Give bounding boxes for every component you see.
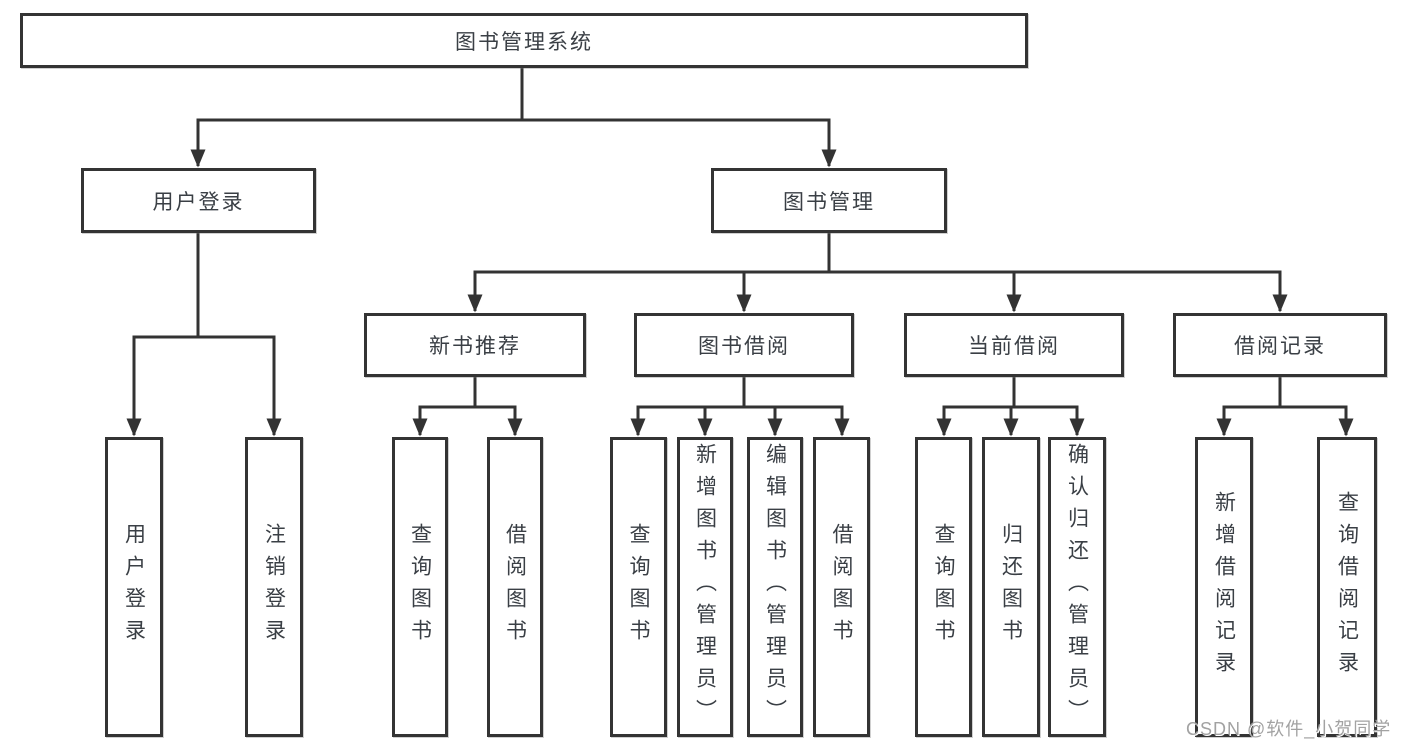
node-book-management: 图书管理 (711, 168, 947, 233)
csdn-watermark: CSDN @软件_小贺同学 (1186, 719, 1392, 739)
leaf-cb-confirm-return-admin: 确认归还（管理员） (1048, 437, 1106, 737)
leaf-nb-borrow-books: 借阅图书 (487, 437, 543, 737)
leaf-bb-borrow-books: 借阅图书 (813, 437, 870, 737)
node-label: 新书推荐 (429, 335, 521, 358)
node-label: 当前借阅 (968, 335, 1060, 358)
node-borrow-records: 借阅记录 (1173, 313, 1387, 377)
node-label: 查询借阅记录 (1335, 491, 1359, 683)
leaf-cb-query-books: 查询图书 (915, 437, 972, 737)
node-label: 编辑图书（管理员） (763, 443, 787, 731)
node-label: 借阅记录 (1234, 335, 1326, 358)
leaf-cb-return-books: 归还图书 (982, 437, 1040, 737)
node-label: 查询图书 (408, 523, 432, 651)
node-label: 借阅图书 (830, 523, 853, 651)
node-book-borrowing: 图书借阅 (634, 313, 854, 377)
node-root-system: 图书管理系统 (20, 13, 1028, 68)
node-label: 新增借阅记录 (1212, 491, 1236, 683)
node-label: 用户登录 (152, 190, 245, 214)
leaf-user-login: 用户登录 (105, 437, 163, 737)
node-label: 图书管理系统 (455, 30, 593, 54)
node-label: 注销登录 (262, 523, 286, 651)
leaf-bb-edit-books-admin: 编辑图书（管理员） (747, 437, 803, 737)
leaf-bb-query-books: 查询图书 (610, 437, 667, 737)
node-label: 图书借阅 (698, 335, 790, 358)
node-label: 图书管理 (783, 190, 875, 214)
node-label: 查询图书 (627, 523, 650, 651)
node-label: 借阅图书 (503, 523, 527, 651)
node-current-borrowing: 当前借阅 (904, 313, 1124, 377)
leaf-br-add-record: 新增借阅记录 (1195, 437, 1253, 737)
leaf-bb-add-books-admin: 新增图书（管理员） (677, 437, 733, 737)
leaf-nb-query-books: 查询图书 (392, 437, 448, 737)
node-label: 归还图书 (999, 523, 1023, 651)
node-label: 新增图书（管理员） (693, 443, 717, 731)
node-new-book-recommend: 新书推荐 (364, 313, 586, 377)
leaf-logout: 注销登录 (245, 437, 303, 737)
node-user-login-branch: 用户登录 (81, 168, 316, 233)
node-label: 查询图书 (932, 523, 955, 651)
node-label: 确认归还（管理员） (1065, 443, 1089, 731)
node-label: 用户登录 (122, 523, 146, 651)
leaf-br-query-record: 查询借阅记录 (1317, 437, 1377, 737)
